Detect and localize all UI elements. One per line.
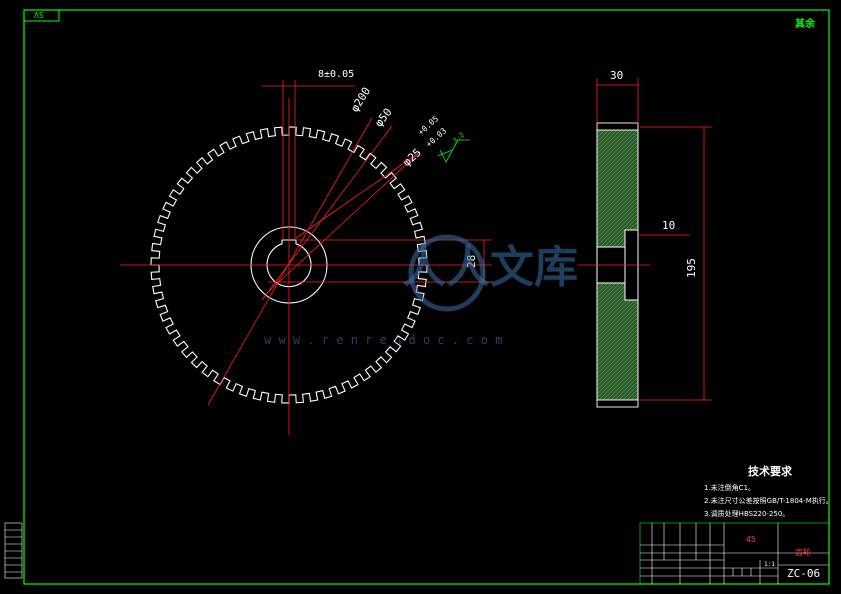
hatch-line bbox=[596, 129, 610, 143]
hatch-line bbox=[596, 184, 639, 227]
watermark-logo bbox=[408, 234, 486, 312]
drawing-border bbox=[23, 9, 830, 585]
hatch-line bbox=[602, 364, 639, 401]
tech-requirements-title: 技术要求 bbox=[748, 465, 792, 478]
hub-recess-label: 10 bbox=[662, 219, 676, 232]
hatch-line bbox=[596, 148, 639, 191]
face-width-label: 30 bbox=[610, 69, 624, 82]
hatch-line bbox=[596, 172, 639, 215]
watermark-url: w w w . r e n r e n d o c . c o m bbox=[264, 333, 503, 347]
hatch-line bbox=[614, 376, 639, 401]
tech-requirement-3: 3.调质处理HBS220-250。 bbox=[704, 510, 790, 518]
hatch-line bbox=[596, 196, 639, 239]
front-view bbox=[120, 80, 492, 435]
hatch-line bbox=[596, 204, 639, 247]
hatch-line bbox=[596, 344, 639, 387]
keyway-width-dimension bbox=[262, 80, 355, 240]
side-view bbox=[578, 78, 712, 408]
face-width-dimension bbox=[596, 78, 639, 123]
hatch-line bbox=[596, 332, 639, 375]
hatch-line bbox=[596, 312, 639, 355]
title-block-material: 45 bbox=[746, 535, 756, 544]
hatch-line bbox=[596, 176, 639, 219]
hatch-line bbox=[596, 296, 639, 339]
hatch-line bbox=[596, 300, 639, 343]
hatch-line bbox=[596, 356, 639, 399]
hatch-line bbox=[596, 140, 639, 183]
hatch-line bbox=[596, 152, 639, 195]
other-surfaces-note: 其余 bbox=[795, 19, 815, 30]
hatch-line bbox=[596, 129, 638, 171]
hatch-line bbox=[596, 316, 639, 359]
top-left-code: ΛS bbox=[34, 11, 44, 20]
roughness-symbol bbox=[437, 139, 470, 163]
hatch-line bbox=[596, 129, 634, 167]
title-block-part-name: 齿轮 bbox=[795, 548, 811, 557]
hatch-line bbox=[596, 192, 639, 235]
side-bottom-teeth bbox=[596, 399, 639, 408]
hatch-line bbox=[596, 156, 639, 199]
hatch-line bbox=[596, 188, 639, 231]
hatch-line bbox=[598, 360, 639, 401]
hatch-line bbox=[596, 208, 639, 251]
tech-requirement-2: 2.未注尺寸公差按照GB/T-1804-M执行。 bbox=[704, 497, 833, 505]
hatch-line bbox=[596, 164, 639, 207]
hatch-line bbox=[596, 180, 639, 223]
side-top-teeth bbox=[596, 122, 639, 131]
hatch-line bbox=[622, 384, 639, 401]
hatch-line bbox=[596, 129, 602, 135]
hatch-line bbox=[634, 396, 639, 401]
title-block-scale: 1:1 bbox=[764, 561, 775, 568]
title-block bbox=[639, 522, 830, 585]
hatch-line bbox=[596, 340, 639, 383]
diameter-leaders bbox=[207, 117, 421, 406]
height-dimension bbox=[640, 126, 712, 401]
top-left-code-box bbox=[23, 9, 60, 22]
hatch-line bbox=[596, 129, 630, 163]
hatch-line bbox=[596, 129, 622, 155]
hatch-line bbox=[596, 129, 626, 159]
hatch-line bbox=[596, 129, 606, 139]
hatch-line bbox=[596, 324, 639, 367]
tech-requirement-1: 1.未注倒角C1。 bbox=[704, 484, 756, 492]
hatch-line bbox=[596, 308, 639, 351]
height-label: 195 bbox=[685, 258, 698, 278]
hatch-line bbox=[596, 132, 639, 175]
watermark-brand: 人人文库 bbox=[402, 242, 578, 293]
hatch-line bbox=[596, 200, 639, 243]
hatch-line bbox=[596, 328, 639, 371]
hatch-line bbox=[596, 320, 639, 363]
hatch-line bbox=[626, 388, 639, 401]
title-block-drawing-no: ZC-06 bbox=[787, 567, 821, 580]
hatch-line bbox=[596, 168, 639, 211]
hatch-line bbox=[596, 352, 639, 395]
hatch-line bbox=[596, 129, 618, 151]
hatch-line bbox=[630, 392, 639, 401]
left-edge-strip bbox=[4, 522, 23, 579]
hatch-line bbox=[596, 336, 639, 379]
hatch-line bbox=[596, 136, 639, 179]
hatch-line bbox=[596, 160, 639, 203]
hatch-line bbox=[596, 129, 614, 147]
hatch-line bbox=[596, 304, 639, 347]
hatch-line bbox=[610, 372, 639, 401]
bore-keyway-outline bbox=[266, 239, 312, 288]
hatch-line bbox=[606, 368, 639, 401]
keyway-width-label: 8±0.05 bbox=[318, 69, 355, 80]
hatch-line bbox=[618, 380, 639, 401]
hatch-line bbox=[596, 144, 639, 187]
hatch-line bbox=[596, 348, 639, 391]
